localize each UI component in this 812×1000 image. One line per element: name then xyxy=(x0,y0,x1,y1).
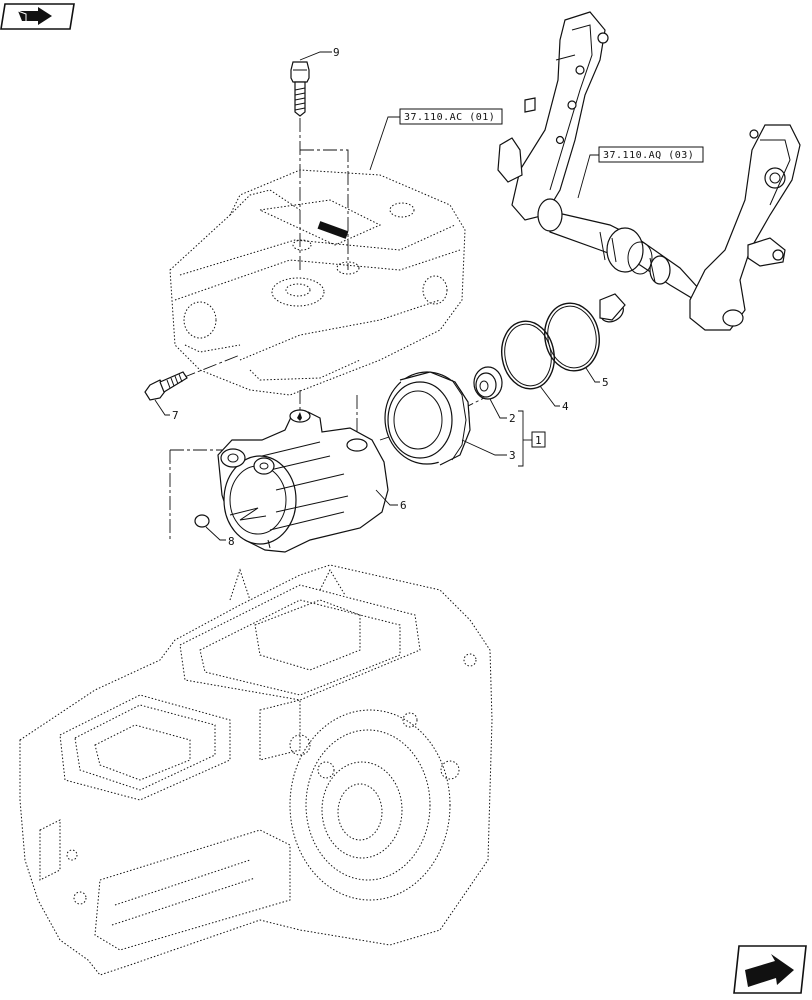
reference-37-110-ac[interactable]: 37.110.AC (01) xyxy=(399,108,503,125)
cap-part-2 xyxy=(473,366,503,400)
callout-7: 7 xyxy=(172,409,179,422)
seal-part-4 xyxy=(501,320,555,390)
transmission-housing xyxy=(19,564,493,976)
callout-5: 5 xyxy=(602,376,609,389)
seal-part-5 xyxy=(544,302,600,372)
piston-part-3 xyxy=(384,371,471,466)
callout-8: 8 xyxy=(228,535,235,548)
previous-page-arrow-icon[interactable] xyxy=(0,3,75,30)
callout-2: 2 xyxy=(509,412,516,425)
callout-1: 1 xyxy=(535,434,542,447)
lift-cover-housing xyxy=(169,169,466,396)
next-page-arrow-icon[interactable] xyxy=(733,945,807,994)
reference-aq-text: 37.110.AQ (03) xyxy=(603,150,694,161)
callout-3: 3 xyxy=(509,449,516,462)
o-ring-part-8 xyxy=(194,514,210,528)
bolt-part-9 xyxy=(290,61,310,117)
cylinder-housing-part-6 xyxy=(217,409,389,553)
callout-6: 6 xyxy=(400,499,407,512)
reference-ac-text: 37.110.AC (01) xyxy=(404,112,495,123)
callout-4: 4 xyxy=(562,400,569,413)
bolt-part-7 xyxy=(144,371,188,401)
reference-37-110-aq[interactable]: 37.110.AQ (03) xyxy=(598,146,704,163)
callout-9: 9 xyxy=(333,46,340,59)
lift-arm-shaft-assembly xyxy=(497,11,801,331)
